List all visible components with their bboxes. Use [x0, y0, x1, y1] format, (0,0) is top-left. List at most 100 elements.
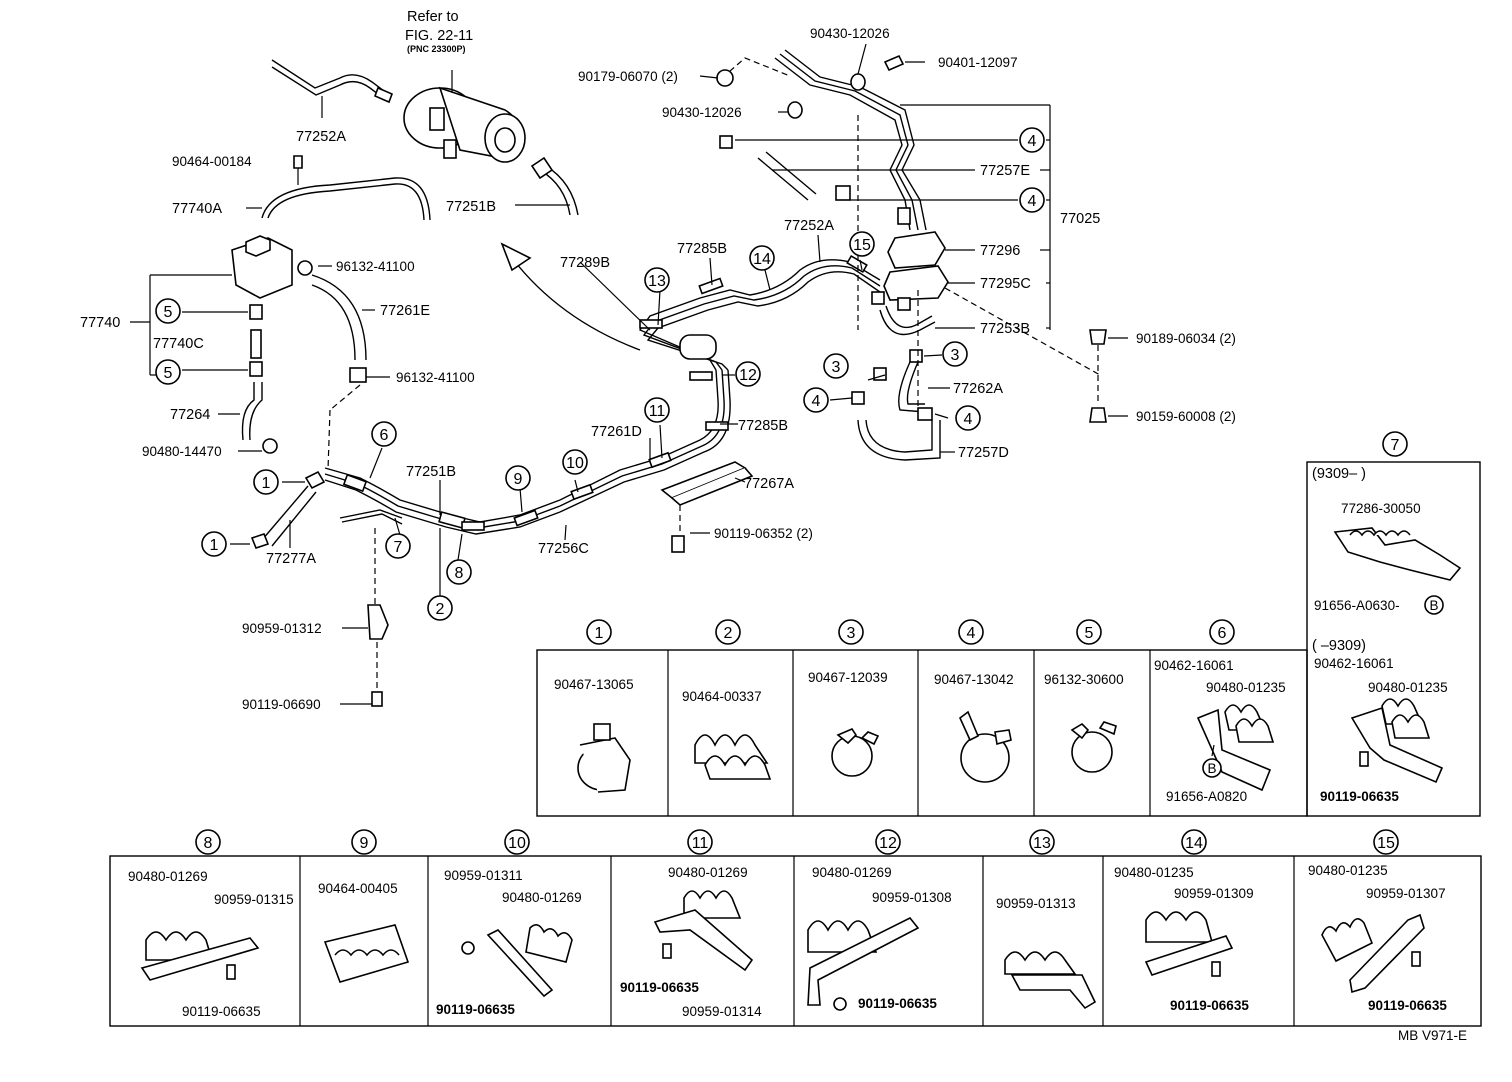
svg-text:90119-06635: 90119-06635 [1170, 998, 1249, 1013]
ref-circle-3a: 3 [823, 353, 849, 379]
svg-text:90480-01235: 90480-01235 [1368, 680, 1448, 695]
callout-90480-14470: 90480-14470 [142, 444, 222, 459]
svg-text:90480-01235: 90480-01235 [1308, 863, 1388, 878]
detail-cell-13: 13 90959-01313 [996, 829, 1097, 1010]
svg-text:8: 8 [204, 835, 213, 852]
callout-fig-ref: FIG. 22-11 [405, 28, 473, 44]
callout-90959-01312: 90959-01312 [242, 621, 322, 636]
svg-text:4: 4 [812, 393, 821, 410]
svg-text:5: 5 [1085, 625, 1094, 642]
svg-text:12: 12 [879, 835, 897, 852]
svg-text:90959-01313: 90959-01313 [996, 896, 1076, 911]
callout-90430-12026-b: 90430-12026 [662, 105, 742, 120]
svg-text:B: B [1429, 598, 1438, 613]
svg-text:90119-06635: 90119-06635 [620, 980, 699, 995]
callout-90189-06034: 90189-06034 (2) [1136, 331, 1236, 346]
callout-77257d: 77257D [958, 445, 1009, 461]
callout-77264: 77264 [170, 407, 210, 423]
ref-circle-9: 9 [505, 465, 531, 491]
detail-cell-11: 11 90480-01269 90119-06635 90959-01314 [620, 829, 762, 1019]
callout-77262a: 77262A [953, 381, 1003, 397]
svg-text:1: 1 [210, 537, 219, 554]
callout-77261e: 77261E [380, 303, 430, 319]
svg-text:90480-01269: 90480-01269 [128, 869, 208, 884]
detail-cell-5: 5 96132-30600 [1044, 619, 1124, 773]
svg-text:11: 11 [649, 403, 666, 420]
svg-text:( –9309): ( –9309) [1312, 638, 1366, 654]
callout-77740c: 77740C [153, 336, 204, 352]
callout-77252a-top: 77252A [296, 129, 346, 145]
ref-circle-1b: 1 [201, 531, 227, 557]
svg-text:10: 10 [508, 835, 526, 852]
callout-77277a: 77277A [266, 551, 316, 567]
callout-90119-06690: 90119-06690 [242, 697, 321, 712]
svg-text:90480-01269: 90480-01269 [668, 865, 748, 880]
detail-cell-14: 14 90480-01235 90959-01309 90119-06635 [1114, 829, 1254, 1013]
svg-text:90959-01307: 90959-01307 [1366, 886, 1446, 901]
callout-refer-to: Refer to [407, 9, 459, 25]
ref-circle-12: 12 [735, 361, 761, 387]
callout-77253b: 77253B [980, 321, 1030, 337]
svg-text:1: 1 [595, 625, 604, 642]
callout-90159-60008: 90159-60008 (2) [1136, 409, 1236, 424]
detail-cell-1: 1 90467-13065 [554, 619, 634, 793]
svg-text:90119-06635: 90119-06635 [182, 1004, 261, 1019]
svg-text:9: 9 [360, 835, 369, 852]
svg-text:90959-01315: 90959-01315 [214, 892, 294, 907]
callout-77025: 77025 [1060, 211, 1100, 227]
svg-text:90464-00337: 90464-00337 [682, 689, 762, 704]
svg-text:90119-06635: 90119-06635 [1368, 998, 1447, 1013]
svg-text:12: 12 [739, 367, 757, 384]
svg-text:4: 4 [964, 411, 973, 428]
ref-circle-8: 8 [446, 559, 472, 585]
svg-text:10: 10 [566, 455, 584, 472]
svg-text:96132-30600: 96132-30600 [1044, 672, 1124, 687]
callout-90179-06070: 90179-06070 (2) [578, 69, 678, 84]
compressor-part [403, 86, 526, 163]
svg-text:13: 13 [648, 273, 666, 290]
svg-text:2: 2 [436, 601, 445, 618]
ref-circle-14: 14 [749, 245, 775, 271]
callout-77740: 77740 [80, 315, 120, 331]
svg-text:90119-06635: 90119-06635 [858, 996, 937, 1011]
svg-text:8: 8 [455, 565, 464, 582]
callout-90464-00184: 90464-00184 [172, 154, 252, 169]
svg-text:90480-01235: 90480-01235 [1206, 680, 1286, 695]
svg-text:91656-A0820: 91656-A0820 [1166, 789, 1247, 804]
callout-77257e: 77257E [980, 163, 1030, 179]
callout-90401-12097: 90401-12097 [938, 55, 1018, 70]
ref-circle-4c: 4 [803, 387, 829, 413]
detail-cell-15: 15 90480-01235 90959-01307 90119-06635 [1308, 829, 1447, 1013]
svg-text:7: 7 [1391, 437, 1400, 454]
svg-text:14: 14 [1185, 835, 1203, 852]
callout-96132-41100-b: 96132-41100 [396, 370, 475, 385]
svg-text:91656-A0630-: 91656-A0630- [1314, 598, 1400, 613]
svg-text:4: 4 [1028, 133, 1037, 150]
ref-circle-10: 10 [562, 449, 588, 475]
svg-text:15: 15 [853, 237, 871, 254]
svg-text:77286-30050: 77286-30050 [1341, 501, 1421, 516]
ref-circle-4d: 4 [955, 405, 981, 431]
ref-circle-2: 2 [427, 595, 453, 621]
svg-text:90959-01311: 90959-01311 [444, 868, 523, 883]
svg-text:5: 5 [164, 365, 173, 382]
ref-circle-3b: 3 [942, 341, 968, 367]
svg-text:9: 9 [514, 471, 523, 488]
callout-labels: Refer to FIG. 22-11 (PNC 23300P) 77252A … [80, 9, 1467, 1043]
ref-circle-1a: 1 [253, 469, 279, 495]
svg-text:90480-01269: 90480-01269 [502, 890, 582, 905]
callout-77285b-right: 77285B [738, 418, 788, 434]
ref-circle-7: 7 [385, 533, 411, 559]
svg-text:90959-01314: 90959-01314 [682, 1004, 762, 1019]
svg-text:7: 7 [394, 539, 403, 556]
svg-text:(9309– ): (9309– ) [1312, 466, 1366, 482]
callout-77296: 77296 [980, 243, 1020, 259]
callout-77256c: 77256C [538, 541, 589, 557]
circled-refs: 1 1 2 3 3 4 4 4 4 5 5 6 7 8 9 10 11 12 1… [155, 127, 1045, 621]
svg-text:B: B [1207, 761, 1216, 776]
detail-table-bottom: 8 90480-01269 90959-01315 90119-06635 9 … [109, 829, 1482, 1027]
svg-text:5: 5 [164, 304, 173, 321]
svg-text:90480-01269: 90480-01269 [812, 865, 892, 880]
svg-text:90467-13065: 90467-13065 [554, 677, 634, 692]
